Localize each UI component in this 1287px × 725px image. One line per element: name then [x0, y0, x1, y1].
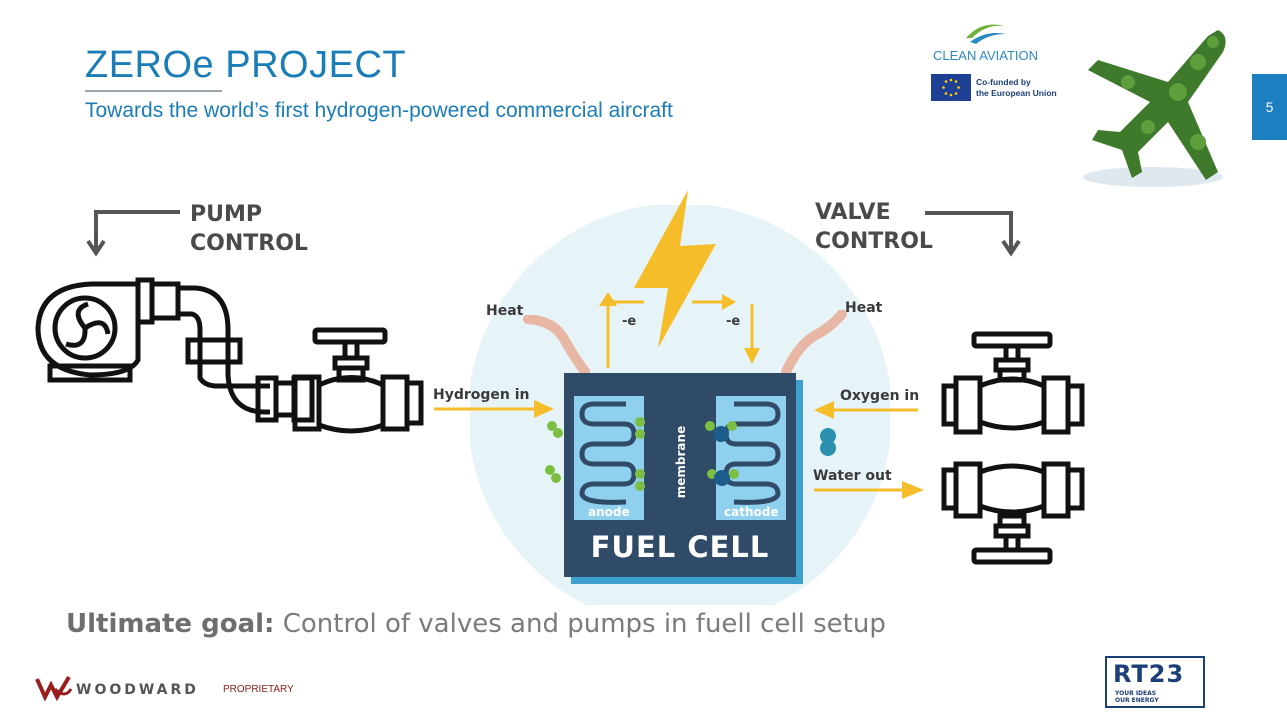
- clean-aviation-logo-icon: [966, 24, 1006, 44]
- rt23-label: RT23: [1113, 660, 1185, 688]
- valve-control-line-2: CONTROL: [815, 229, 933, 254]
- pump-control-label: PUMP CONTROL: [190, 200, 308, 258]
- woodward-logo-icon: [35, 675, 73, 701]
- title-underline: [85, 90, 222, 92]
- heat-right-icon: [781, 310, 847, 375]
- hydrogen-in-arrow-icon: [434, 400, 554, 418]
- fuel-cell-internals-icon: [574, 396, 786, 520]
- eu-flag-icon: [931, 74, 971, 101]
- heat-left-icon: [523, 315, 590, 375]
- fuel-cell-label: FUEL CELL: [590, 530, 770, 564]
- pump-control-line-1: PUMP: [190, 202, 263, 227]
- anode-label: anode: [588, 505, 630, 519]
- slide-title: ZEROe PROJECT: [85, 44, 407, 86]
- eu-line-2: the European Union: [976, 88, 1057, 98]
- ultimate-goal-text: Ultimate goal: Control of valves and pum…: [66, 609, 886, 639]
- oxygen-in-arrow-icon: [814, 401, 918, 419]
- pump-control-line-2: CONTROL: [190, 231, 308, 256]
- cathode-label: cathode: [724, 505, 779, 519]
- lightning-bolt-icon: [634, 190, 716, 348]
- pump-and-pipe-icon: [35, 277, 424, 434]
- green-airplane-icon: [1083, 30, 1226, 187]
- electron-flow-arrows-icon: [599, 292, 760, 368]
- water-out-arrow-icon: [814, 481, 924, 499]
- clean-aviation-label: CLEAN AVIATION: [933, 48, 1038, 63]
- valve-control-arrow-icon: [925, 211, 1021, 257]
- water-valve-icon: [941, 461, 1085, 565]
- heat-right-label: Heat: [845, 300, 883, 316]
- woodward-wordmark: WOODWARD: [76, 682, 199, 698]
- rt23-logo: RT23 YOUR IDEAS OUR ENERGY: [1105, 656, 1205, 708]
- electron-right-label: -e: [726, 314, 741, 329]
- molecules-icon: [545, 417, 836, 491]
- page-number: 5: [1252, 74, 1287, 140]
- hydrogen-in-label: Hydrogen in: [433, 387, 530, 403]
- slide-subtitle: Towards the world’s first hydrogen-power…: [85, 99, 673, 122]
- valve-control-line-1: VALVE: [815, 200, 891, 225]
- oxygen-in-label: Oxygen in: [840, 388, 920, 404]
- water-out-label: Water out: [813, 468, 892, 484]
- eu-line-1: Co-funded by: [976, 77, 1031, 87]
- oxygen-valve-icon: [941, 331, 1085, 435]
- rt23-tagline-1: YOUR IDEAS: [1115, 690, 1157, 697]
- electron-left-label: -e: [622, 314, 637, 329]
- rt23-tagline: YOUR IDEAS OUR ENERGY: [1115, 690, 1159, 704]
- heat-left-label: Heat: [486, 303, 524, 319]
- pump-control-arrow-icon: [86, 210, 180, 257]
- valve-control-label: VALVE CONTROL: [815, 198, 933, 256]
- goal-label: Ultimate goal:: [66, 609, 275, 639]
- goal-description: Control of valves and pumps in fuell cel…: [274, 609, 886, 639]
- proprietary-label: PROPRIETARY: [223, 684, 294, 695]
- rt23-tagline-2: OUR ENERGY: [1115, 697, 1159, 704]
- eu-cofunded-text: Co-funded by the European Union: [976, 77, 1057, 99]
